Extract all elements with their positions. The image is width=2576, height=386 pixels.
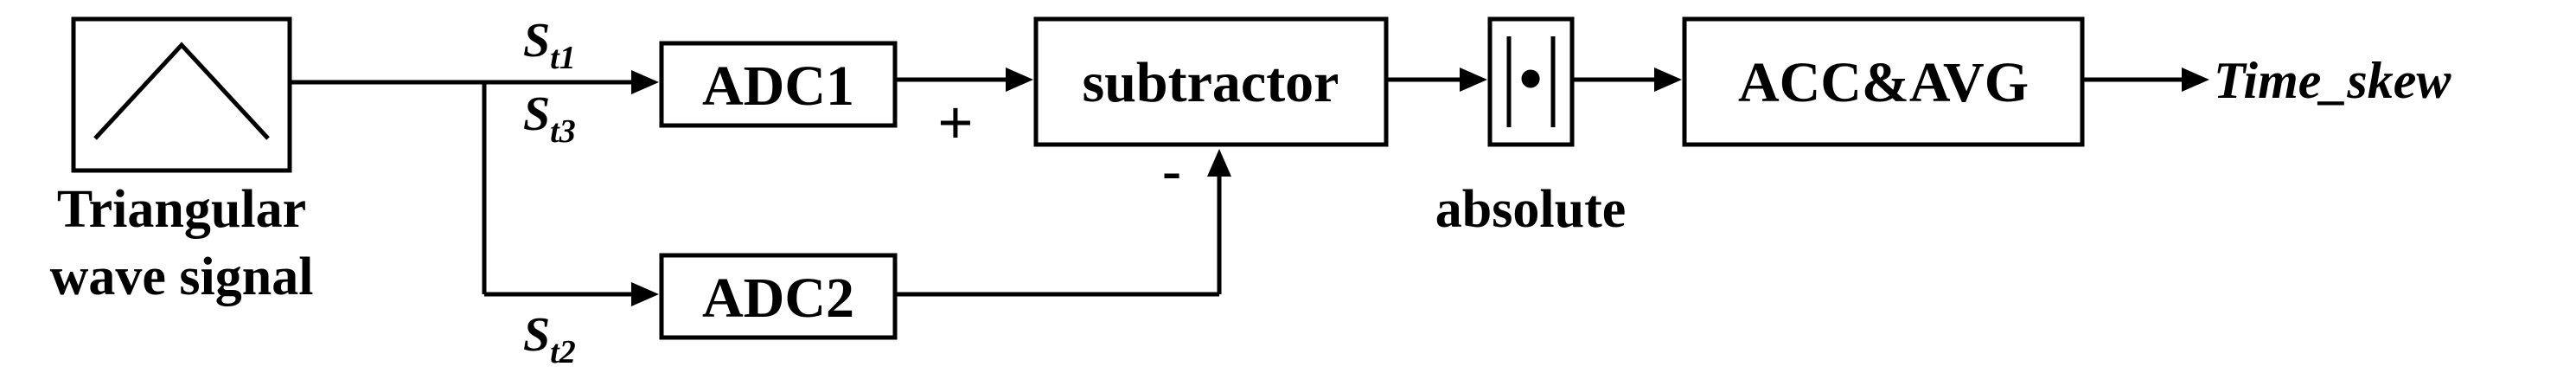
source-box [71, 16, 292, 173]
minus-sign: - [1161, 138, 1181, 205]
subtractor-label: subtractor [1083, 51, 1339, 114]
signal-st3-main: S [523, 87, 550, 141]
signal-st1-sub: t1 [550, 40, 576, 76]
signal-label-st1: St1 [523, 14, 576, 76]
arrow-into-absolute [1460, 68, 1487, 92]
adc1-label: ADC1 [702, 55, 854, 118]
arrow-into-adc1 [631, 70, 659, 94]
adc1-block [659, 41, 898, 128]
signal-st2-sub: t2 [550, 334, 576, 370]
signal-label-st3: St3 [523, 87, 576, 150]
signal-label-st2: St2 [523, 308, 576, 370]
plus-sign: + [938, 88, 974, 156]
svg-text:St1: St1 [523, 14, 576, 76]
svg-text:St2: St2 [523, 308, 576, 370]
absolute-block [1487, 16, 1575, 147]
signal-st1-main: S [523, 14, 550, 68]
source-caption-line1: Triangular [57, 180, 306, 239]
adc2-label: ADC2 [702, 267, 854, 330]
arrow-into-accavg [1654, 68, 1682, 92]
output-label: Time_skew [2214, 52, 2451, 109]
arrow-into-subtractor-minus [1207, 149, 1231, 177]
triangle-wave-icon [93, 42, 270, 140]
absolute-caption: absolute [1435, 180, 1626, 239]
absolute-dot-icon: • [1514, 50, 1547, 111]
triangular-wave-source [71, 16, 292, 173]
source-caption-line2: wave signal [50, 248, 314, 306]
arrow-output [2182, 68, 2209, 92]
signal-st3-sub: t3 [550, 113, 576, 150]
accavg-label: ACC&AVG [1738, 51, 2029, 114]
arrow-into-adc2 [631, 282, 659, 306]
arrow-into-subtractor-plus [1006, 68, 1033, 92]
accavg-block [1682, 16, 2085, 147]
svg-text:St3: St3 [523, 87, 576, 150]
signal-st2-main: S [523, 308, 550, 362]
